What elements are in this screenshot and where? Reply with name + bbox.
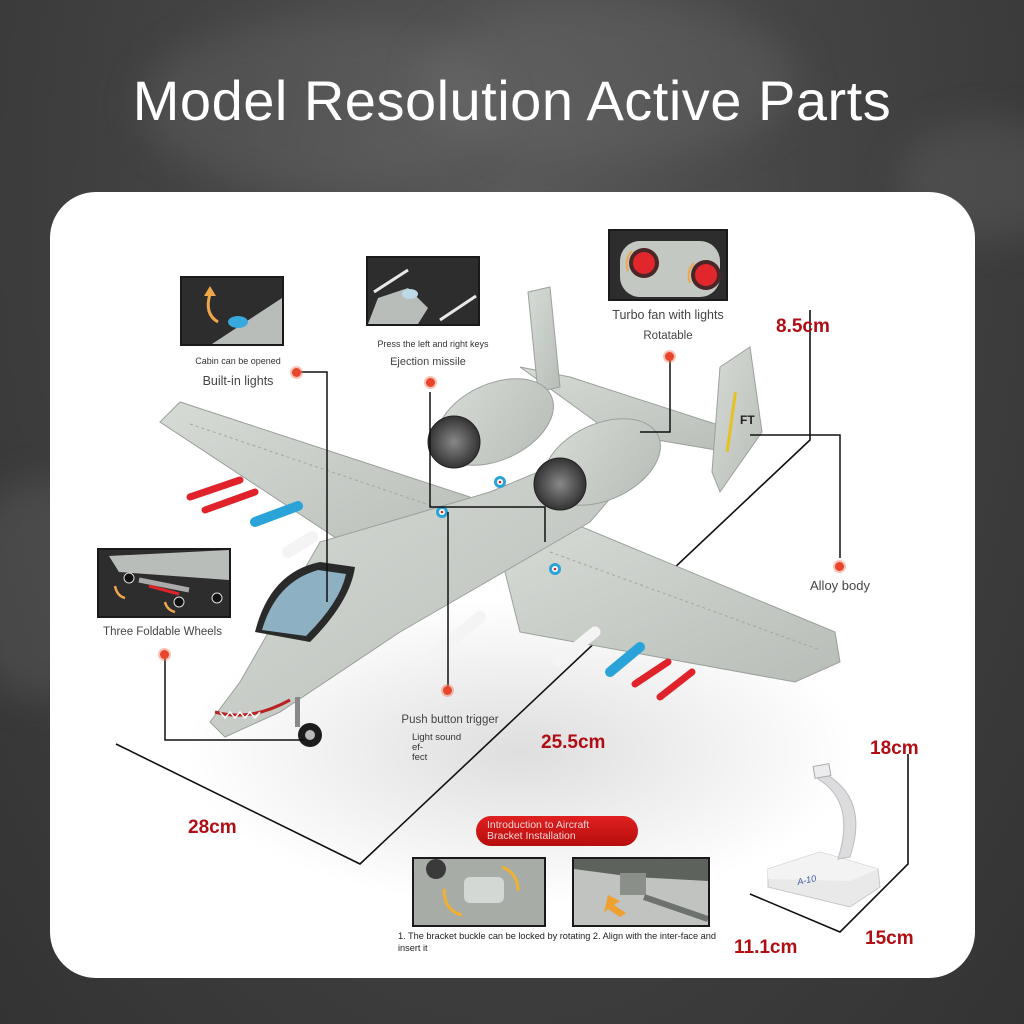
aircraft-illustration: FT — [115, 286, 909, 933]
callout-lines — [164, 357, 841, 741]
page-title: Model Resolution Active Parts — [132, 69, 892, 132]
cloud-decoration — [420, 0, 800, 160]
bracket-title-line1: Introduction to Aircraft — [487, 819, 590, 831]
body-label: Alloy body — [810, 578, 870, 593]
cloud-decoration — [140, 20, 500, 190]
stand-height-dimension: 18cm — [870, 738, 919, 759]
cabin-label: Built-in lights — [202, 374, 274, 388]
wingspan-dimension: 25.5cm — [541, 732, 606, 753]
bracket-title-line2: Bracket Installation — [487, 830, 576, 842]
turbofan-label: Turbo fan with lights — [612, 308, 724, 322]
engine-pods — [427, 378, 661, 511]
cabin-subtitle: Cabin can be opened — [195, 356, 281, 366]
bracket-installation-banner: Introduction to Aircraft Bracket Install… — [476, 816, 638, 846]
trigger-callout-dot[interactable] — [443, 686, 452, 695]
dimension-lines — [115, 310, 909, 933]
stand-width-dimension: 11.1cm — [734, 937, 798, 958]
turbofan-callout-dot[interactable] — [665, 352, 674, 361]
missile-callout-dot[interactable] — [426, 378, 435, 387]
red-turbofan-icon — [610, 231, 726, 299]
bracket-step1-image — [412, 857, 546, 927]
trigger-subtitle: Light sound ef- fect — [412, 732, 462, 763]
display-stand: A-10 — [767, 763, 881, 907]
missiles — [186, 476, 696, 701]
roundels — [436, 476, 561, 575]
cabin-thumbnail — [180, 276, 284, 346]
wheels-callout-dot[interactable] — [160, 650, 169, 659]
missile-subtitle: Press the left and right keys — [377, 339, 489, 349]
body-callout-dot[interactable] — [835, 562, 844, 571]
feature-card: FT — [50, 192, 975, 978]
cabin-callout-dot[interactable] — [292, 368, 301, 377]
missile-thumbnail — [366, 256, 480, 326]
tail-code: FT — [740, 413, 755, 427]
right-wing — [499, 521, 841, 683]
wheels-thumbnail — [97, 548, 231, 618]
rotate-buckle-icon — [414, 859, 544, 925]
length-dimension: 28cm — [188, 817, 237, 838]
height-dimension: 8.5cm — [776, 316, 830, 337]
landing-gear-icon — [99, 550, 229, 616]
missile-launch-icon — [368, 258, 478, 324]
turbofan-subtitle: Rotatable — [643, 330, 693, 342]
bracket-instructions: 1. The bracket buckle can be locked by r… — [398, 931, 717, 953]
insert-arrow-icon — [574, 859, 708, 925]
stand-label: A-10 — [795, 873, 817, 887]
trigger-label: Push button trigger — [401, 714, 499, 726]
wheels-label: Three Foldable Wheels — [103, 626, 222, 638]
cockpit-arrow-icon — [182, 278, 282, 344]
bracket-step2-image — [572, 857, 710, 927]
missile-label: Ejection missile — [390, 356, 466, 368]
turbofan-thumbnail — [608, 229, 728, 301]
stand-depth-dimension: 15cm — [865, 928, 914, 949]
